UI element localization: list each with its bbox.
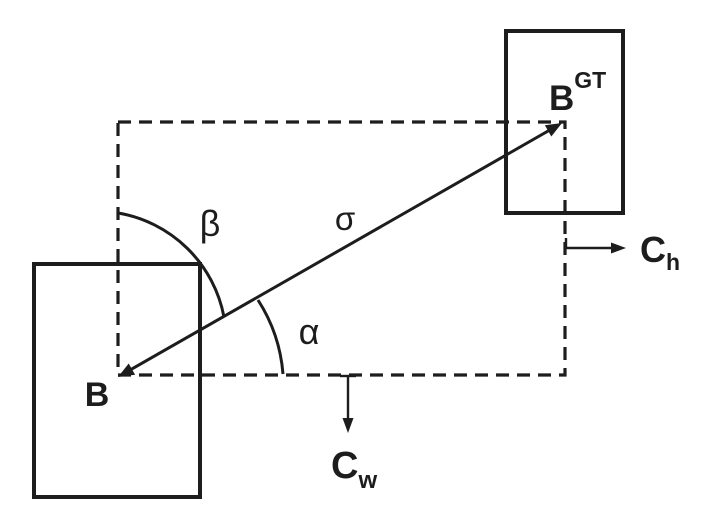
- gt-box-label: BGT: [549, 67, 606, 118]
- cw-arrowhead-icon: [342, 418, 354, 433]
- pred-box-label: B: [85, 376, 110, 414]
- beta-angle-arc: [117, 211, 226, 318]
- beta-label: β: [200, 203, 221, 244]
- alpha-angle-arc: [256, 299, 285, 375]
- ch-arrow-line: [564, 238, 612, 250]
- cw-label-base: C: [331, 445, 358, 487]
- gt-box: [504, 29, 625, 215]
- pred-box: [32, 262, 202, 499]
- alpha-label: α: [299, 311, 320, 352]
- sigma-arrow-line: [123, 125, 557, 375]
- gt-box-label-superscript: GT: [574, 67, 606, 93]
- ch-label-base: C: [640, 229, 666, 270]
- sigma-arrowhead-bottom-icon: [118, 363, 136, 377]
- cw-label: Cw: [331, 445, 377, 494]
- gt-box-label-base: B: [549, 79, 574, 118]
- ch-arrowhead-icon: [611, 242, 626, 254]
- ch-label-subscript: h: [666, 249, 680, 275]
- sigma-arrowhead-top-icon: [544, 123, 562, 137]
- ch-label: Ch: [640, 229, 680, 275]
- sigma-label: σ: [335, 200, 355, 237]
- cw-label-subscript: w: [357, 467, 377, 494]
